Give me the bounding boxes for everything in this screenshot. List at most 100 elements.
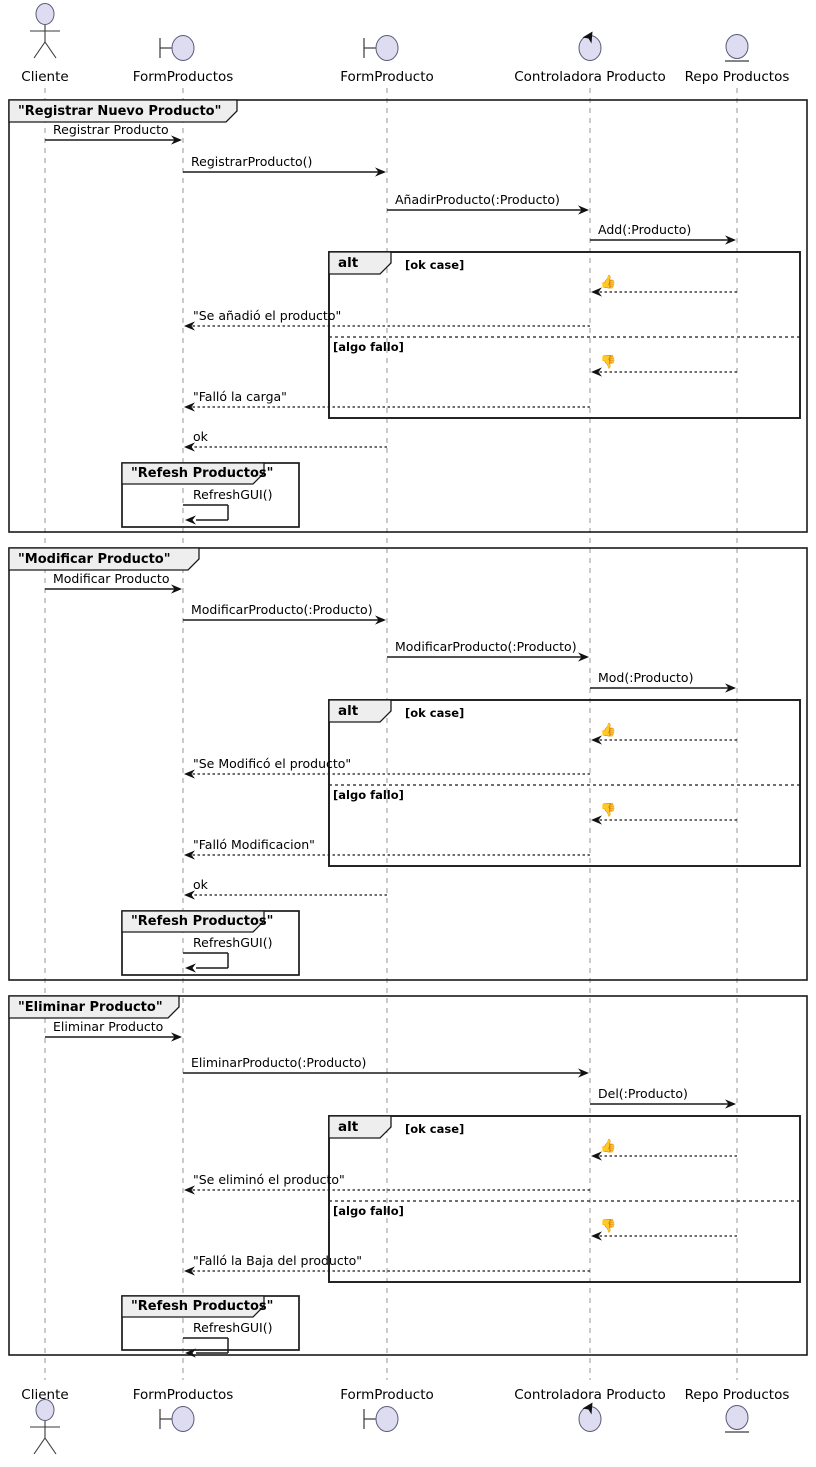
participant-actor-cliente[interactable] [30,1399,60,1455]
message-label: 👍 [600,1138,616,1154]
fragment-title-tab [8,995,180,1019]
participant-formproductos-footer[interactable] [159,1406,195,1432]
participant-controladora-producto-footer[interactable] [578,1402,602,1432]
fragment-registrar-nuevo-producto-alt-b1-message-1: "Falló la carga" [184,389,590,412]
fragment-eliminar-producto-alt-guard-0: [ok case] [405,1122,464,1136]
message-label: ModificarProducto(:Producto) [395,639,577,654]
fragment-modificar-producto-alt-b1-message-1: "Falló Modificacion" [184,837,590,860]
participant-footer-label-formproducto: FormProducto [340,1387,434,1403]
fragment-modificar-producto-alt-header: alt [328,699,392,723]
message-arrow-head [184,402,195,412]
message-label: 👍 [600,274,616,290]
fragment-title-tab [328,1115,392,1139]
fragment-eliminar-producto-alt-b0-message-0: 👍 [591,1138,737,1161]
fragment-title-tab [121,462,265,485]
control-arrow-icon [582,1402,593,1415]
fragment-title-text: "Eliminar Producto" [18,1000,163,1015]
message-arrow-head [725,235,736,245]
fragment-title-text: "Refesh Productos" [131,466,273,481]
message-arrow-head [578,652,589,662]
participant-formproducto[interactable] [363,35,399,61]
fragment-title-text: alt [338,255,359,271]
participant-footer-label-cliente: Cliente [21,1387,68,1403]
message-arrow-head [578,1068,589,1078]
boundary-circle-icon [375,1406,399,1432]
fragment-title-text: "Refesh Productos" [131,1299,273,1314]
fragment-title-text: "Registrar Nuevo Producto" [18,104,221,119]
message-label: "Se añadió el producto" [193,308,341,323]
fragment-title-text: alt [338,1119,359,1135]
self-message-arrow-head [185,963,196,973]
fragment-title-tab [121,910,265,933]
fragment-eliminar-producto-alt-header: alt [328,1115,392,1139]
participant-repo-productos[interactable] [725,34,749,62]
fragment-eliminar-producto-message-2: Del(:Producto) [590,1086,736,1109]
message-arrow-head [375,615,386,625]
message-arrow-head [725,683,736,693]
boundary-circle-icon [171,35,195,61]
message-label: "Falló la carga" [193,389,287,404]
fragment-modificar-producto-alt-guard-0: [ok case] [405,706,464,720]
message-arrow-head [591,367,602,377]
message-label: Modificar Producto [53,571,169,586]
fragment-modificar-producto-message-3: Mod(:Producto) [590,670,736,693]
self-message-label: RefreshGUI() [193,935,272,950]
participant-footer-label-formproductos: FormProductos [133,1387,234,1403]
participant-repo-productos-footer[interactable] [725,1405,749,1433]
fragment-registrar-nuevo-producto-alt-b0-message-0: 👍 [591,274,737,297]
participant-formproductos[interactable] [159,35,195,61]
participant-footer-label-repo-productos: Repo Productos [685,1387,790,1403]
fragment-eliminar-producto-header: "Eliminar Producto" [8,995,180,1019]
fragment-modificar-producto-frame [8,547,808,981]
message-label: Registrar Producto [53,122,169,137]
message-arrow-head [171,584,182,594]
fragment-registrar-nuevo-producto-alt-b0-message-1: "Se añadió el producto" [184,308,590,331]
message-label: "Falló la Baja del producto" [193,1253,362,1268]
fragment-modificar-producto-header: "Modificar Producto" [8,547,200,571]
participant-formproducto-footer[interactable] [363,1406,399,1432]
fragment-registrar-nuevo-producto-alt-guard-0: [ok case] [405,258,464,272]
participant-label-repo-productos: Repo Productos [685,69,790,85]
message-label: "Se eliminó el producto" [193,1172,345,1187]
fragment-title-tab [121,1295,265,1318]
message-label: "Falló Modificacion" [193,837,315,852]
fragment-modificar-producto-message-2: ModificarProducto(:Producto) [387,639,589,662]
fragment-modificar-producto-after-alt-message: ok [184,877,387,900]
fragment-eliminar-producto-sub-self-message: RefreshGUI() [183,1320,272,1358]
message-arrow-head [184,890,195,900]
participant-controladora-producto[interactable] [578,31,602,61]
fragment-registrar-nuevo-producto-message-0: Registrar Producto [45,122,182,145]
fragment-title-tab [8,99,238,123]
self-message-arrow-head [185,1348,196,1358]
fragment-registrar-nuevo-producto-message-2: AñadirProducto(:Producto) [387,192,589,215]
fragment-registrar-nuevo-producto-frame [8,99,808,533]
message-label: 👎 [600,802,616,818]
fragment-eliminar-producto-message-1: EliminarProducto(:Producto) [183,1055,589,1078]
fragment-registrar-nuevo-producto-alt-b1-message-0: 👎 [591,354,737,377]
fragment-eliminar-producto-alt-b1-message-0: 👎 [591,1218,737,1241]
message-label: ModificarProducto(:Producto) [191,602,373,617]
actor-leg-left-icon [33,1437,46,1455]
fragment-eliminar-producto-message-0: Eliminar Producto [45,1019,182,1042]
participant-label-cliente: Cliente [21,69,68,85]
participant-actor-cliente[interactable] [30,3,60,59]
fragment-modificar-producto-alt-frame [328,699,801,867]
fragment-registrar-nuevo-producto-sub-header: "Refesh Productos" [121,462,273,485]
fragment-eliminar-producto-alt-b1-message-1: "Falló la Baja del producto" [184,1253,590,1276]
fragment-eliminar-producto-alt-b0-message-1: "Se eliminó el producto" [184,1172,590,1195]
fragment-title-tab [328,251,392,275]
fragment-eliminar-producto-sub-header: "Refesh Productos" [121,1295,273,1318]
message-arrow-head [591,1151,602,1161]
message-arrow-head [171,135,182,145]
actor-head-icon [35,3,55,25]
participant-label-formproductos: FormProductos [133,69,234,85]
message-label: Add(:Producto) [598,222,691,237]
message-label: 👍 [600,722,616,738]
message-label: Del(:Producto) [598,1086,688,1101]
actor-leg-right-icon [44,41,57,59]
fragment-title-tab [328,699,392,723]
fragment-eliminar-producto-alt-frame [328,1115,801,1283]
message-arrow-head [171,1032,182,1042]
fragment-registrar-nuevo-producto-header: "Registrar Nuevo Producto" [8,99,238,123]
